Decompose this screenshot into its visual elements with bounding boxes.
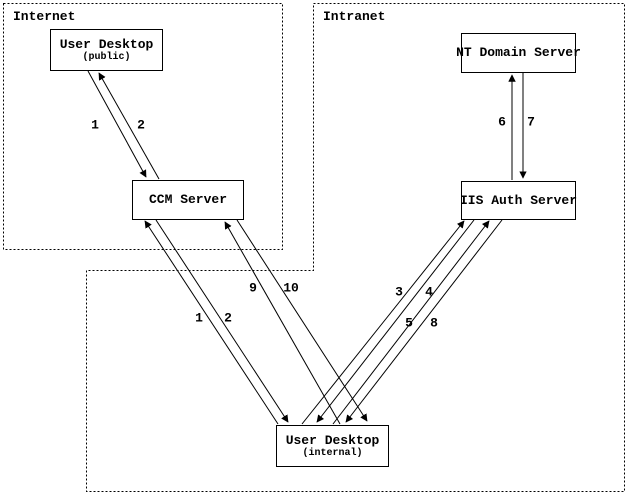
node-iis-auth-server-label: IIS Auth Server [459,192,578,208]
node-nt-domain-server: NT Domain Server [456,33,581,73]
intranet-zone-outline [86,3,625,492]
edge-line-1-internal-to-ccm [144,220,279,425]
edge-line-9-internal-to-ccm [224,221,341,425]
node-user-desktop-internal-label: User Desktop [285,432,380,448]
edge-line-3-internal-to-iis [301,220,465,425]
edge-line-10-ccm-to-internal [236,219,368,422]
edge-label-2-public: 2 [137,117,145,133]
edge-label-1-public: 1 [91,117,99,133]
edge-label-3: 3 [395,284,403,300]
node-user-desktop-public-label: User Desktop [59,36,154,52]
intranet-zone-label: Intranet [321,9,388,24]
edge-label-8: 8 [430,315,438,331]
edge-label-1-internal: 1 [195,310,203,326]
edge-line-8-iis-to-internal [345,219,503,423]
edge-label-10: 10 [283,280,299,296]
edge-label-5: 5 [405,315,413,331]
node-user-desktop-internal-sublabel: (internal) [302,447,363,459]
edge-line-2-ccm-to-internal [155,219,289,423]
node-user-desktop-internal: User Desktop (internal) [276,425,389,467]
edge-label-7: 7 [527,114,535,130]
internet-zone-outline [3,3,283,250]
node-user-desktop-public-sublabel: (public) [82,51,131,63]
edge-line-1-public-to-ccm [87,70,147,178]
edge-label-9: 9 [249,280,257,296]
edge-label-2-internal: 2 [224,310,232,326]
node-ccm-server-label: CCM Server [148,192,227,207]
node-nt-domain-server-label: NT Domain Server [456,45,581,60]
edge-line-4-iis-to-internal [316,219,475,423]
internet-zone-label: Internet [11,9,78,24]
edge-label-4: 4 [425,284,433,300]
edge-label-6: 6 [498,114,506,130]
edge-line-2-ccm-to-public [98,72,160,180]
node-iis-auth-server: IIS Auth Server [459,181,578,220]
node-ccm-server: CCM Server [132,180,244,220]
edge-line-5-internal-to-iis [332,220,490,425]
node-user-desktop-public: User Desktop (public) [50,29,163,71]
